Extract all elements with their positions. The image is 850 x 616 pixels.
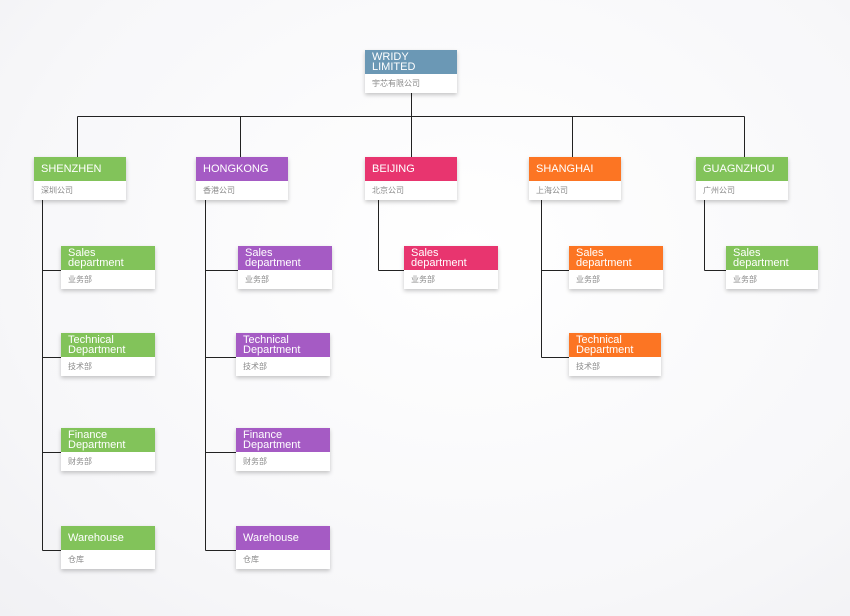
department-title: Warehouse [236, 526, 330, 550]
department-title: Sales department [238, 246, 332, 270]
department-node[interactable]: Technical Department 技术部 [569, 333, 661, 376]
branch-subtitle: 广州公司 [703, 186, 735, 195]
department-node[interactable]: Sales department 业务部 [61, 246, 155, 289]
branch-subtitle: 上海公司 [536, 186, 568, 195]
root-title: WRIDY LIMITED [365, 50, 457, 74]
department-subtitle: 财务部 [243, 457, 267, 466]
department-title: Warehouse [61, 526, 155, 550]
department-title: Sales department [726, 246, 818, 270]
department-title: Technical Department [61, 333, 155, 357]
department-title: Finance Department [236, 428, 330, 452]
department-node[interactable]: Sales department 业务部 [726, 246, 818, 289]
branch-title: BEIJING [365, 157, 457, 181]
department-subtitle: 技术部 [243, 362, 267, 371]
branch-node-shanghai[interactable]: SHANGHAI 上海公司 [529, 157, 621, 200]
department-title: Technical Department [569, 333, 661, 357]
department-node[interactable]: Warehouse 仓库 [61, 526, 155, 569]
department-node[interactable]: Sales department 业务部 [238, 246, 332, 289]
branch-title: SHENZHEN [34, 157, 126, 181]
department-subtitle: 财务部 [68, 457, 92, 466]
department-node[interactable]: Warehouse 仓库 [236, 526, 330, 569]
branch-node-beijing[interactable]: BEIJING 北京公司 [365, 157, 457, 200]
branch-title: GUAGNZHOU [696, 157, 788, 181]
department-subtitle: 业务部 [733, 275, 757, 284]
department-node[interactable]: Technical Department 技术部 [236, 333, 330, 376]
department-subtitle: 业务部 [411, 275, 435, 284]
root-subtitle: 宇芯有限公司 [372, 79, 420, 88]
branch-subtitle: 香港公司 [203, 186, 235, 195]
department-node[interactable]: Sales department 业务部 [569, 246, 663, 289]
department-node[interactable]: Technical Department 技术部 [61, 333, 155, 376]
department-title: Finance Department [61, 428, 155, 452]
department-subtitle: 业务部 [245, 275, 269, 284]
branch-node-guagnzhou[interactable]: GUAGNZHOU 广州公司 [696, 157, 788, 200]
root-node[interactable]: WRIDY LIMITED 宇芯有限公司 [365, 50, 457, 93]
department-title: Technical Department [236, 333, 330, 357]
branch-subtitle: 深圳公司 [41, 186, 73, 195]
department-title: Sales department [569, 246, 663, 270]
branch-title: SHANGHAI [529, 157, 621, 181]
department-node[interactable]: Sales department 业务部 [404, 246, 498, 289]
branch-title: HONGKONG [196, 157, 288, 181]
department-node[interactable]: Finance Department 财务部 [236, 428, 330, 471]
department-title: Sales department [61, 246, 155, 270]
department-subtitle: 技术部 [68, 362, 92, 371]
department-subtitle: 仓库 [68, 555, 84, 564]
department-title: Sales department [404, 246, 498, 270]
department-subtitle: 业务部 [68, 275, 92, 284]
branch-subtitle: 北京公司 [372, 186, 404, 195]
branch-node-shenzhen[interactable]: SHENZHEN 深圳公司 [34, 157, 126, 200]
department-subtitle: 业务部 [576, 275, 600, 284]
department-node[interactable]: Finance Department 财务部 [61, 428, 155, 471]
department-subtitle: 技术部 [576, 362, 600, 371]
branch-node-hongkong[interactable]: HONGKONG 香港公司 [196, 157, 288, 200]
department-subtitle: 仓库 [243, 555, 259, 564]
